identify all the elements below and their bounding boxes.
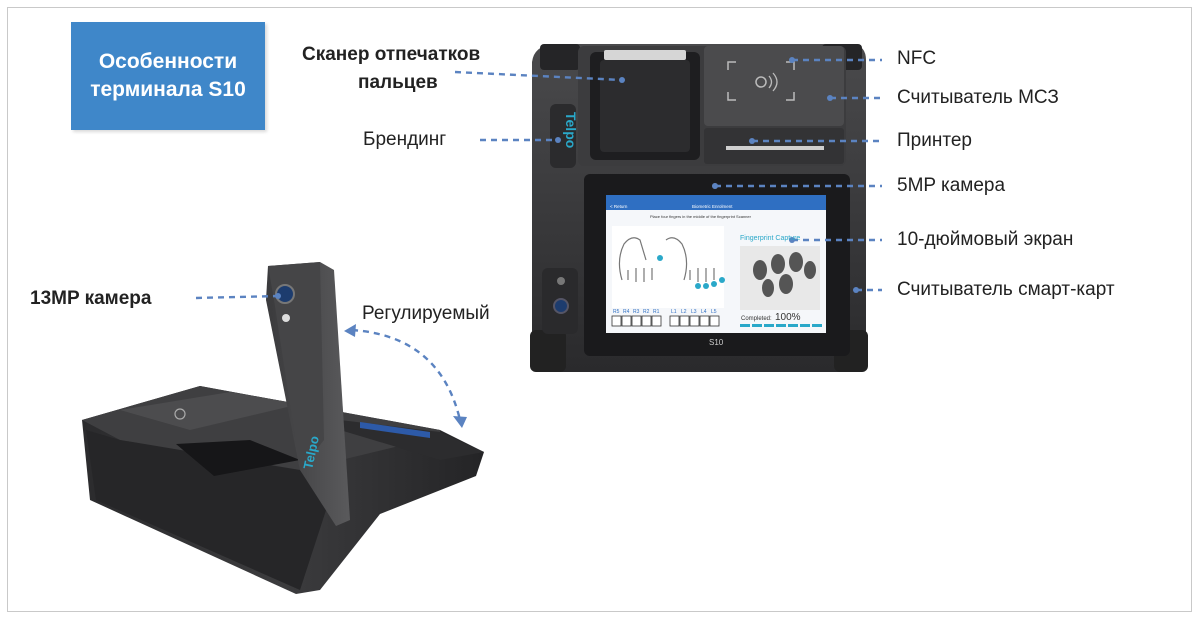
screen-ui-text: < Return Biometric Enrolment Place four …: [610, 204, 801, 347]
title-line-2: терминала S10: [90, 78, 246, 101]
label-adjustable: Регулируемый: [362, 303, 490, 324]
pointer-arrowheads: [275, 57, 859, 428]
title-line-1: Особенности: [98, 50, 238, 73]
screen-finger-l4: L4: [701, 309, 707, 315]
pointer-lines: [195, 58, 882, 421]
screen-finger-l5: L5: [711, 309, 717, 315]
fingerprint-scanner: [600, 60, 690, 152]
screen-model-label: S10: [709, 338, 724, 347]
screen-finger-r1: R1: [653, 309, 660, 315]
label-fingerprint-scanner-line1: Сканер отпечатков: [302, 44, 481, 65]
label-fingerprint-scanner-line2: пальцев: [358, 72, 438, 93]
label-camera-13mp: 13MP камера: [30, 288, 152, 309]
screen-completed-value: 100%: [775, 312, 801, 323]
brand-logo-upper: Telpo: [563, 112, 579, 148]
screen-finger-r3: R3: [633, 309, 640, 315]
screen-finger-l1: L1: [671, 309, 677, 315]
title-box: Особенности терминала S10: [71, 22, 265, 130]
label-smartcard-reader: Считыватель смарт-карт: [897, 279, 1115, 300]
screen-capture-title: Fingerprint Capture: [740, 235, 800, 242]
brand-logo-lower: Telpo: [300, 434, 322, 470]
label-screen: 10-дюймовый экран: [897, 229, 1074, 250]
pointer-fingerprint: [454, 70, 623, 82]
label-nfc: NFC: [897, 48, 937, 69]
label-printer: Принтер: [897, 130, 972, 151]
pointer-adjustable-arc: [351, 328, 462, 421]
label-camera-5mp: 5MP камера: [897, 175, 1006, 196]
screen-completed-label: Completed:: [741, 316, 772, 322]
terminal-angled-view: Telpo: [82, 262, 484, 594]
screen-finger-l3: L3: [691, 309, 697, 315]
terminal-front-view: [530, 44, 868, 372]
screen-finger-r4: R4: [623, 309, 630, 315]
nfc-pad: [704, 46, 844, 126]
frame-border: [7, 7, 1192, 612]
screen-finger-r2: R2: [643, 309, 650, 315]
label-branding: Брендинг: [363, 129, 447, 150]
screen-instruction: Place four fingers in the middle of the …: [650, 214, 752, 219]
pointer-camera-13mp: [195, 294, 279, 300]
screen-nav-title: Biometric Enrolment: [692, 204, 733, 209]
screen-finger-l2: L2: [681, 309, 687, 315]
screen-nav-back: < Return: [610, 204, 628, 209]
label-mrz-reader: Считыватель МСЗ: [897, 87, 1059, 108]
screen-finger-r5: R5: [613, 309, 620, 315]
